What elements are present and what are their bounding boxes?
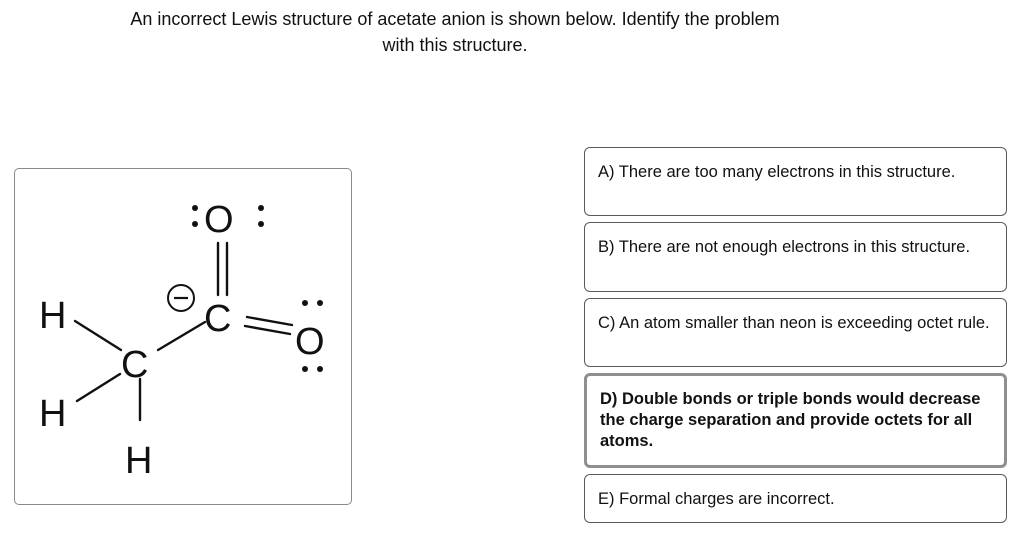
bond-h-bottom-left-c	[75, 372, 122, 403]
question-line-1: An incorrect Lewis structure of acetate …	[130, 9, 780, 29]
lone-pair-dot	[192, 205, 198, 211]
question-text: An incorrect Lewis structure of acetate …	[40, 6, 870, 58]
question-line-2: with this structure.	[382, 35, 528, 55]
atom-o-top: O	[204, 199, 234, 241]
option-c[interactable]: C) An atom smaller than neon is exceedin…	[584, 298, 1007, 367]
option-a-label: A) There are too many electrons in this …	[598, 163, 956, 181]
lone-pair-dot	[317, 366, 323, 372]
option-b-label: B) There are not enough electrons in thi…	[598, 238, 971, 256]
atom-c-carbonyl: C	[204, 298, 231, 340]
atom-h-top-left: H	[39, 295, 66, 337]
lone-pair-dot	[302, 366, 308, 372]
atom-h-bottom-left: H	[39, 393, 66, 435]
atom-h-bottom: H	[125, 440, 152, 482]
bond-co-right-b	[243, 324, 292, 336]
option-a[interactable]: A) There are too many electrons in this …	[584, 147, 1007, 216]
option-e-label: E) Formal charges are incorrect.	[598, 490, 835, 508]
atom-c-methyl: C	[121, 344, 148, 386]
atom-o-right: O	[295, 321, 325, 363]
lone-pair-dot	[192, 221, 198, 227]
lone-pair-dot	[258, 205, 264, 211]
option-d[interactable]: D) Double bonds or triple bonds would de…	[584, 373, 1007, 468]
option-c-label: C) An atom smaller than neon is exceedin…	[598, 314, 990, 332]
option-e[interactable]: E) Formal charges are incorrect.	[584, 474, 1007, 523]
option-d-label: D) Double bonds or triple bonds would de…	[600, 390, 981, 450]
lone-pair-dot	[317, 300, 323, 306]
lone-pair-dot	[258, 221, 264, 227]
lone-pair-dot	[302, 300, 308, 306]
bond-co-right-a	[245, 315, 294, 327]
lewis-structure-panel: H H H C C O O	[14, 168, 352, 505]
negative-charge-icon	[167, 284, 195, 312]
option-b[interactable]: B) There are not enough electrons in thi…	[584, 222, 1007, 292]
bond-h-top-left-c	[73, 319, 123, 352]
lewis-structure-diagram: H H H C C O O	[39, 199, 325, 482]
bond-c-c	[156, 320, 207, 352]
